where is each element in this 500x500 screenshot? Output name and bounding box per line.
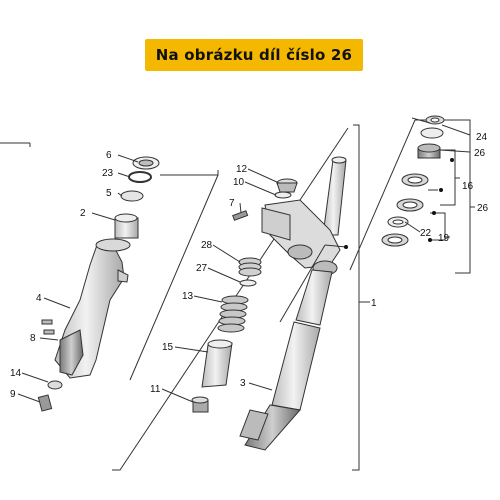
callout-15: 14 xyxy=(10,368,22,379)
callout-13: 23 xyxy=(102,168,114,179)
bearing-21 xyxy=(381,233,409,247)
left-group-bracket xyxy=(0,142,31,147)
callout-24: 26 xyxy=(474,148,486,159)
bearing-19-bottom xyxy=(396,198,424,212)
callout-11: 11 xyxy=(150,384,161,395)
callout-27: 27 xyxy=(196,263,208,274)
cap-10 xyxy=(274,191,292,199)
part-banner: Na obrázku díl číslo 26 xyxy=(145,39,363,71)
nut-23 xyxy=(425,115,445,125)
callout-4: 4 xyxy=(36,293,42,304)
callout-7: 7 xyxy=(229,198,235,209)
callout-3: 3 xyxy=(240,378,246,389)
callout-2: 2 xyxy=(80,208,86,219)
callout-28: 28 xyxy=(201,240,213,251)
washer-15 xyxy=(47,380,63,390)
callout-5: 5 xyxy=(106,188,112,199)
ring-5 xyxy=(120,190,144,202)
seal-6 xyxy=(132,156,160,170)
left-fork-leg xyxy=(54,238,131,379)
ring-27 xyxy=(239,279,257,287)
spring-28 xyxy=(238,257,262,277)
callout-26-text: 26 xyxy=(477,203,489,214)
bolt-7 xyxy=(232,210,249,221)
bearing-22 xyxy=(387,216,409,228)
callout-19: 16 xyxy=(462,181,474,192)
callout-9: 9 xyxy=(10,389,16,400)
bushing-2 xyxy=(114,213,139,239)
callout-1: 1 xyxy=(371,298,377,309)
spring-14 xyxy=(217,295,249,333)
steering-stem xyxy=(261,156,347,276)
callout-23: 24 xyxy=(476,132,488,143)
circlip-13 xyxy=(128,171,152,183)
callout-labels: 6 23 5 2 4 8 14 9 12 10 7 28 27 13 15 11… xyxy=(10,132,488,400)
fork-leg-3 xyxy=(239,269,333,451)
bolts-8 xyxy=(41,319,55,335)
callout-22: 22 xyxy=(420,228,432,239)
cap-11 xyxy=(191,396,209,413)
nut-24 xyxy=(417,143,441,159)
bearing-19-top xyxy=(401,173,429,187)
banner-text: Na obrázku díl číslo 26 xyxy=(155,46,353,64)
callout-10: 10 xyxy=(233,177,245,188)
tube-16 xyxy=(201,339,233,388)
bolt-9 xyxy=(37,394,53,412)
callout-21: 19 xyxy=(438,233,450,244)
leader-lines xyxy=(17,117,471,403)
leader-dots xyxy=(344,158,454,249)
cap-12 xyxy=(276,178,298,193)
middle-group-bracket xyxy=(112,124,370,471)
callout-12: 12 xyxy=(236,164,248,175)
callout-8: 8 xyxy=(30,333,36,344)
washer-top xyxy=(420,127,444,139)
right-group-brackets xyxy=(349,119,475,274)
callout-6: 6 xyxy=(106,150,112,161)
callout-16: 15 xyxy=(162,342,174,353)
callout-14: 13 xyxy=(182,291,194,302)
